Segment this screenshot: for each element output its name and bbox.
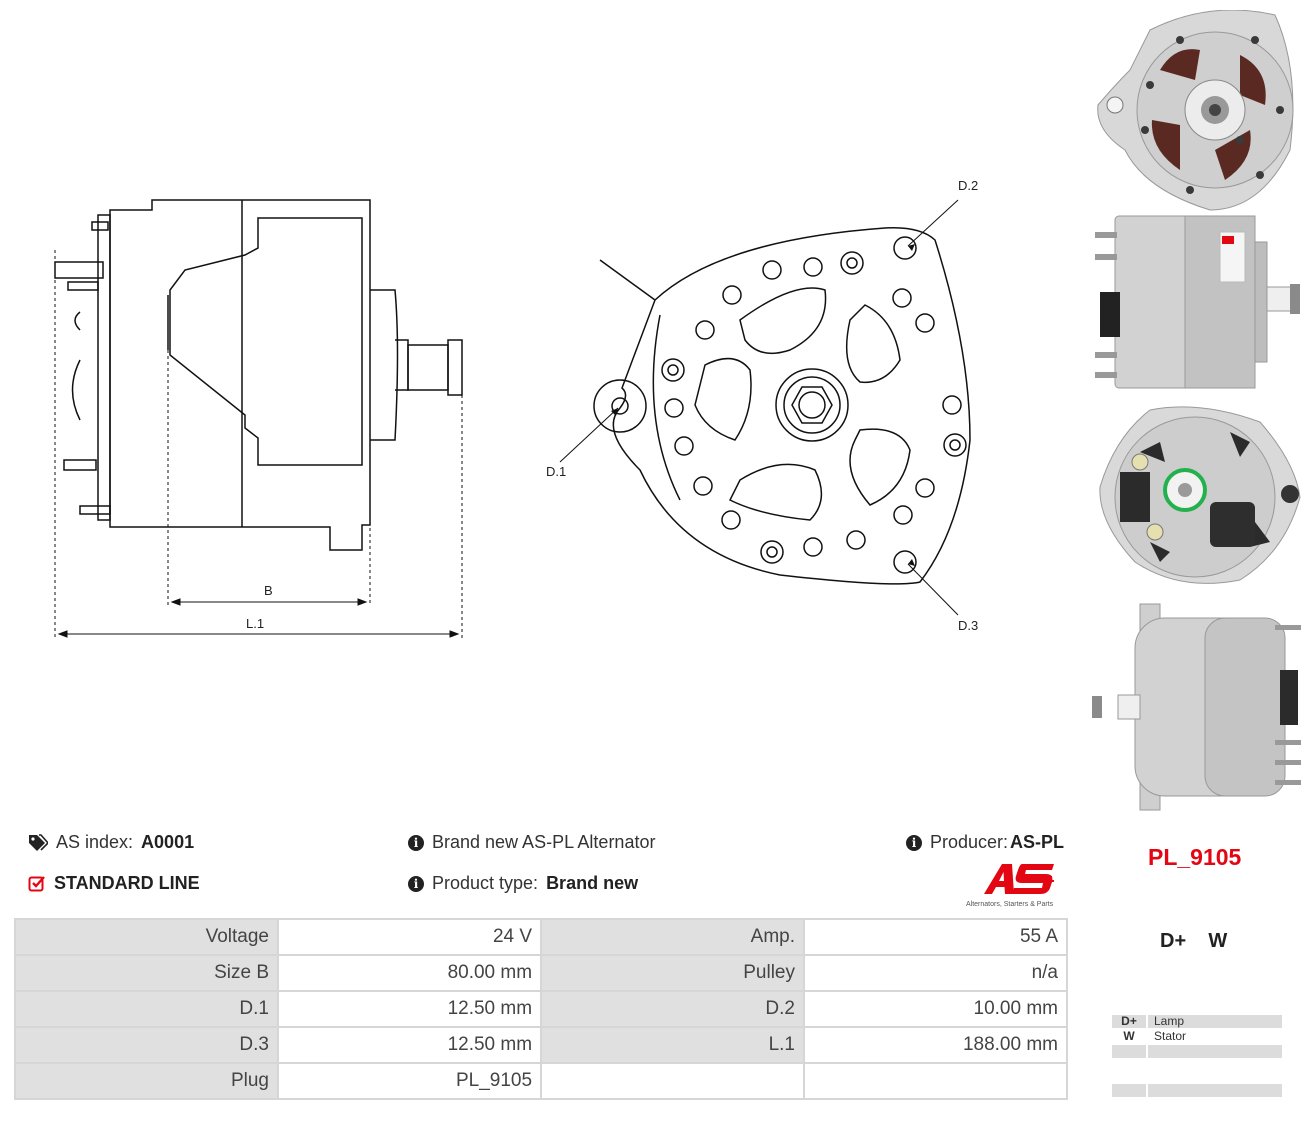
table-row [1112,1045,1282,1058]
product-photo-rear [1099,406,1301,584]
as-logo-mark [984,864,1054,894]
front-view-drawing: D.1 D.2 D.3 [546,178,978,633]
spec-label: D.2 [542,992,803,1026]
terminals-header: D+ W [1160,930,1228,952]
brand-new-row: i Brand new AS-PL Alternator [408,832,655,853]
spec-value: 10.00 mm [805,992,1066,1026]
spec-label: Pulley [542,956,803,990]
spec-value: 188.00 mm [805,1028,1066,1062]
tags-icon [29,833,48,851]
terminal-key [1112,1045,1146,1058]
spec-label: Voltage [16,920,277,954]
spec-value: 12.50 mm [279,992,541,1026]
product-type-label: Product type: [432,873,539,893]
spec-value: 55 A [805,920,1066,954]
terminal-key: W [1112,1030,1146,1043]
specs-table: Voltage 24 V Amp. 55 A Size B 80.00 mm P… [14,918,1068,1100]
spec-value: 24 V [279,920,541,954]
spec-label: Size B [16,956,277,990]
info-icon: i [408,834,424,851]
product-type-row: i Product type: Brand new [408,873,638,894]
table-row [1112,1060,1282,1082]
producer-row: i Producer: AS-PL [906,832,1064,853]
product-photo-side [1095,215,1300,389]
spec-label: Plug [16,1064,277,1098]
terminal-value [1148,1045,1282,1058]
info-icon: i [906,834,922,851]
standard-line-row: STANDARD LINE [28,873,200,894]
dim-d3-label: D.3 [958,618,978,633]
spec-label: L.1 [542,1028,803,1062]
spec-value: PL_9105 [279,1064,541,1098]
spec-value [805,1064,1066,1098]
standard-line-label: STANDARD LINE [54,873,200,893]
spec-label: Amp. [542,920,803,954]
as-logo: Alternators, Starters & Parts [966,862,1068,908]
terminal-key: D+ [1112,1015,1146,1028]
table-row: Voltage 24 V Amp. 55 A [16,920,1066,954]
spec-value: 80.00 mm [279,956,541,990]
table-row: Plug PL_9105 [16,1064,1066,1098]
as-index-row: AS index: A0001 [28,832,194,853]
table-row: D.3 12.50 mm L.1 188.00 mm [16,1028,1066,1062]
spec-value: 12.50 mm [279,1028,541,1062]
terminal-value [1148,1084,1282,1097]
product-photo-front [1097,10,1294,211]
product-photo-side-rear [1092,603,1301,811]
spec-value: n/a [805,956,1066,990]
dim-d2-label: D.2 [958,178,978,193]
as-index-label: AS index: [56,832,134,852]
as-index-value: A0001 [141,832,195,852]
terminals-table: D+ Lamp W Stator [1110,1013,1284,1099]
terminal-value: Lamp [1148,1015,1282,1028]
terminal-value: Stator [1148,1030,1282,1043]
table-row: D.1 12.50 mm D.2 10.00 mm [16,992,1066,1026]
dim-d1-label: D.1 [546,464,566,479]
brand-new-text: Brand new AS-PL Alternator [432,832,656,852]
table-row [1112,1084,1282,1097]
product-type-value: Brand new [546,873,639,893]
table-row: D+ Lamp [1112,1015,1282,1028]
table-row: Size B 80.00 mm Pulley n/a [16,956,1066,990]
terminal-key [1112,1084,1146,1097]
as-logo-tagline: Alternators, Starters & Parts [966,901,1054,908]
producer-label: Producer: [930,832,1009,852]
spec-label: D.1 [16,992,277,1026]
table-row: W Stator [1112,1030,1282,1043]
spec-label [542,1064,803,1098]
part-number: PL_9105 [1148,844,1242,870]
dim-l1-label: L.1 [246,616,264,631]
info-icon: i [408,875,424,892]
spec-label: D.3 [16,1028,277,1062]
side-view-drawing: B L.1 [54,199,463,638]
check-square-icon [28,875,45,891]
producer-value: AS-PL [1010,832,1065,852]
dim-b-label: B [264,583,273,598]
